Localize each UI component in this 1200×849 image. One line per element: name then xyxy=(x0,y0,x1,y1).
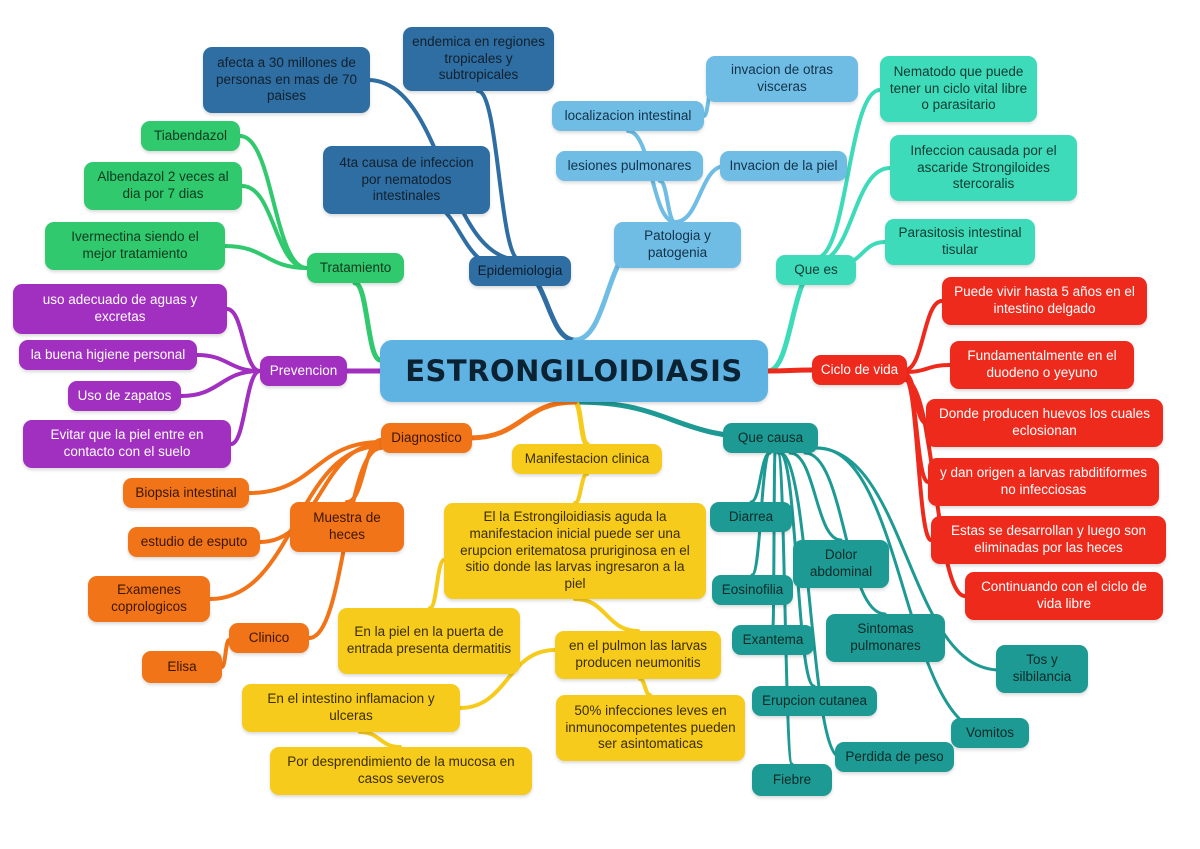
tratamiento-item: Tiabendazol xyxy=(141,121,240,151)
ciclo-item: Fundamentalmente en el duodeno o yeyuno xyxy=(950,341,1134,389)
prevencion-item: Uso de zapatos xyxy=(68,381,181,411)
link-diagnostico xyxy=(247,440,383,495)
link-diagnostico xyxy=(220,638,231,669)
link-tratamiento xyxy=(240,184,309,270)
tratamiento-item: Ivermectina siendo el mejor tratamiento xyxy=(45,222,225,270)
link-que-causa xyxy=(813,446,1002,672)
manifestacion-item: En la piel en la puerta de entrada prese… xyxy=(338,608,520,674)
que-causa-item: Perdida de peso xyxy=(835,742,954,772)
link-que-causa xyxy=(776,451,794,766)
link-epidemiologia xyxy=(476,89,522,262)
tratamiento-item: Albendazol 2 veces al dia por 7 dias xyxy=(84,162,242,210)
link-ciclo xyxy=(903,299,944,372)
que-causa-item: Tos y silbilancia xyxy=(996,645,1088,693)
diagnostico-item: Biopsia intestinal xyxy=(123,478,249,508)
patologia-item: lesiones pulmonares xyxy=(556,151,703,181)
patologia-item: localizacion intestinal xyxy=(552,101,704,131)
diagnostico-item: Elisa xyxy=(142,651,222,683)
epidemiologia-item: endemica en regiones tropicales y subtro… xyxy=(403,27,554,91)
que-causa-item: Dolor abdominal xyxy=(793,540,889,588)
diagnostico-item: Muestra de heces xyxy=(290,502,404,552)
diagnostico-item: Clinico xyxy=(229,623,309,653)
manifestacion-item: El la Estrongiloidiasis aguda la manifes… xyxy=(444,503,706,599)
manifestacion-item: en el pulmon las larvas producen neumoni… xyxy=(555,631,721,679)
link-manifestacion xyxy=(428,558,446,610)
central-topic: ESTRONGILOIDIASIS xyxy=(380,340,768,402)
branch-tratamiento: Tratamiento xyxy=(307,253,404,283)
link-manifestacion xyxy=(458,648,557,710)
branch-manifestacion-clinica: Manifestacion clinica xyxy=(512,444,662,474)
branch-prevencion: Prevencion xyxy=(260,356,347,386)
que-causa-item: Erupcion cutanea xyxy=(752,686,877,716)
link-que-causa xyxy=(803,451,887,616)
branch-que-es: Que es xyxy=(776,255,856,285)
que-causa-item: Eosinofilia xyxy=(712,575,793,605)
link-que-es xyxy=(814,88,882,260)
link-que-causa xyxy=(788,451,843,542)
que-causa-item: Vomitos xyxy=(951,718,1029,748)
branch-patologia: Patologia y patogenia xyxy=(614,222,741,268)
que-es-item: Nematodo que puede tener un ciclo vital … xyxy=(880,56,1037,122)
link-ciclo xyxy=(765,367,815,374)
branch-diagnostico: Diagnostico xyxy=(381,423,472,453)
que-causa-item: Exantema xyxy=(732,625,814,655)
diagnostico-item: Examenes coprologicos xyxy=(88,576,210,622)
link-prevencion xyxy=(225,307,262,373)
patologia-item: invacion de otras visceras xyxy=(706,56,858,102)
link-que-causa xyxy=(778,451,842,759)
que-causa-item: Diarrea xyxy=(710,502,792,532)
epidemiologia-item: 4ta causa de infeccion por nematodos int… xyxy=(323,146,490,214)
que-causa-item: Sintomas pulmonares xyxy=(826,614,945,662)
link-manifestacion xyxy=(572,399,590,447)
prevencion-item: la buena higiene personal xyxy=(19,340,197,370)
branch-que-causa: Que causa xyxy=(723,423,818,453)
branch-epidemiologia: Epidemiologia xyxy=(469,256,571,286)
link-ciclo xyxy=(903,363,952,374)
link-ciclo xyxy=(903,376,933,542)
link-tratamiento xyxy=(352,280,383,363)
ciclo-item: Continuando con el ciclo de vida libre xyxy=(965,572,1163,620)
prevencion-item: uso adecuado de aguas y excretas xyxy=(13,284,227,334)
link-diagnostico xyxy=(467,399,578,441)
link-manifestacion xyxy=(573,472,589,505)
ciclo-item: y dan origen a larvas rabditiformes no i… xyxy=(928,458,1159,506)
ciclo-item: Estas se desarrollan y luego son elimina… xyxy=(931,516,1166,564)
link-que-causa xyxy=(771,451,777,627)
link-prevencion xyxy=(179,369,262,398)
diagnostico-item: estudio de esputo xyxy=(128,527,260,557)
link-manifestacion xyxy=(358,730,402,749)
manifestacion-item: Por desprendimiento de la mucosa en caso… xyxy=(270,747,532,795)
manifestacion-item: 50% infecciones leves en inmunocompetent… xyxy=(556,695,745,761)
link-patologia xyxy=(658,179,677,224)
ciclo-item: Donde producen huevos los cuales eclosio… xyxy=(926,399,1163,447)
link-manifestacion xyxy=(638,677,652,697)
link-manifestacion xyxy=(573,597,640,633)
epidemiologia-item: afecta a 30 millones de personas en mas … xyxy=(203,47,370,113)
ciclo-item: Puede vivir hasta 5 años en el intestino… xyxy=(942,277,1147,325)
link-que-es xyxy=(765,267,819,374)
link-tratamiento xyxy=(223,244,309,270)
link-patologia xyxy=(673,164,727,224)
branch-ciclo-de-vida: Ciclo de vida xyxy=(812,355,907,385)
patologia-item: Invacion de la piel xyxy=(720,151,847,181)
prevencion-item: Evitar que la piel entre en contacto con… xyxy=(23,420,231,468)
link-prevencion xyxy=(229,369,262,446)
que-causa-item: Fiebre xyxy=(752,764,832,796)
manifestacion-item: En el intestino inflamacion y ulceras xyxy=(242,684,460,732)
que-es-item: Infeccion causada por el ascaride Strong… xyxy=(890,135,1077,201)
que-es-item: Parasitosis intestinal tisular xyxy=(885,219,1035,265)
